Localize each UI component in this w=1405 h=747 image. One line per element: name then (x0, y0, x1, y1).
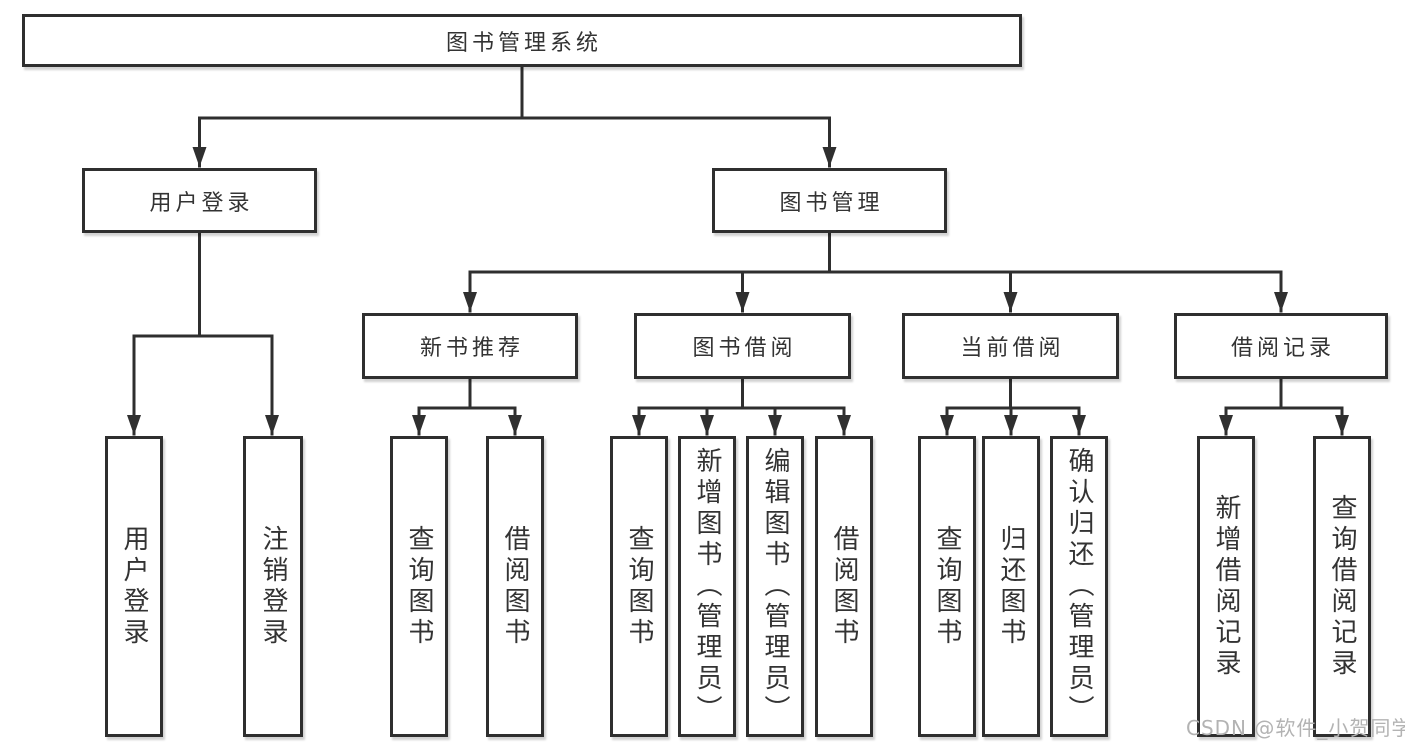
node-current-borrowing-label: 当前借阅 (960, 336, 1065, 361)
leaf-borrow-books-recommend: 借阅图书 (486, 436, 544, 737)
leaf-add-borrow-record-label: 新增借阅记录 (1211, 493, 1241, 680)
leaf-logout: 注销登录 (243, 436, 303, 737)
leaf-return-book-label: 归还图书 (996, 524, 1026, 649)
leaf-return-book: 归还图书 (982, 436, 1040, 737)
leaf-user-login: 用户登录 (105, 436, 163, 737)
leaf-add-book-admin: 新增图书（管理员） (678, 436, 736, 737)
csdn-watermark: CSDN @软件_小贺同学 (1186, 716, 1405, 740)
leaf-borrow-books-borrowing: 借阅图书 (815, 436, 873, 737)
node-book-management: 图书管理 (712, 168, 947, 233)
node-new-book-recommendation: 新书推荐 (362, 313, 578, 379)
node-current-borrowing: 当前借阅 (902, 313, 1119, 379)
leaf-confirm-return-admin: 确认归还（管理员） (1050, 436, 1108, 737)
leaf-confirm-return-admin-label: 确认归还（管理员） (1064, 447, 1094, 726)
leaf-query-books-borrowing-label: 查询图书 (624, 524, 654, 649)
leaf-query-books-current-label: 查询图书 (932, 524, 962, 649)
leaf-query-books-recommend: 查询图书 (390, 436, 448, 737)
leaf-borrow-books-borrowing-label: 借阅图书 (829, 524, 859, 649)
node-library-management-system: 图书管理系统 (22, 14, 1022, 67)
leaf-query-borrow-record-label: 查询借阅记录 (1327, 493, 1357, 680)
leaf-query-books-recommend-label: 查询图书 (404, 524, 434, 649)
node-borrowing-records: 借阅记录 (1174, 313, 1388, 379)
leaf-add-book-admin-label: 新增图书（管理员） (692, 447, 722, 726)
node-new-book-recommendation-label: 新书推荐 (419, 336, 524, 361)
node-book-borrowing-label: 图书借阅 (692, 336, 797, 361)
leaf-edit-book-admin-label: 编辑图书（管理员） (760, 447, 790, 726)
leaf-user-login-label: 用户登录 (119, 524, 149, 649)
leaf-query-books-current: 查询图书 (918, 436, 976, 737)
node-borrowing-records-label: 借阅记录 (1230, 336, 1335, 361)
node-user-login-label: 用户登录 (149, 190, 254, 216)
leaf-edit-book-admin: 编辑图书（管理员） (746, 436, 804, 737)
leaf-add-borrow-record: 新增借阅记录 (1197, 436, 1255, 737)
node-user-login: 用户登录 (82, 168, 317, 233)
leaf-borrow-books-recommend-label: 借阅图书 (500, 524, 530, 649)
leaf-logout-label: 注销登录 (258, 524, 288, 649)
leaf-query-borrow-record: 查询借阅记录 (1313, 436, 1371, 737)
node-book-borrowing: 图书借阅 (634, 313, 851, 379)
node-book-management-label: 图书管理 (779, 190, 884, 216)
node-library-management-system-label: 图书管理系统 (445, 30, 602, 56)
leaf-query-books-borrowing: 查询图书 (610, 436, 668, 737)
